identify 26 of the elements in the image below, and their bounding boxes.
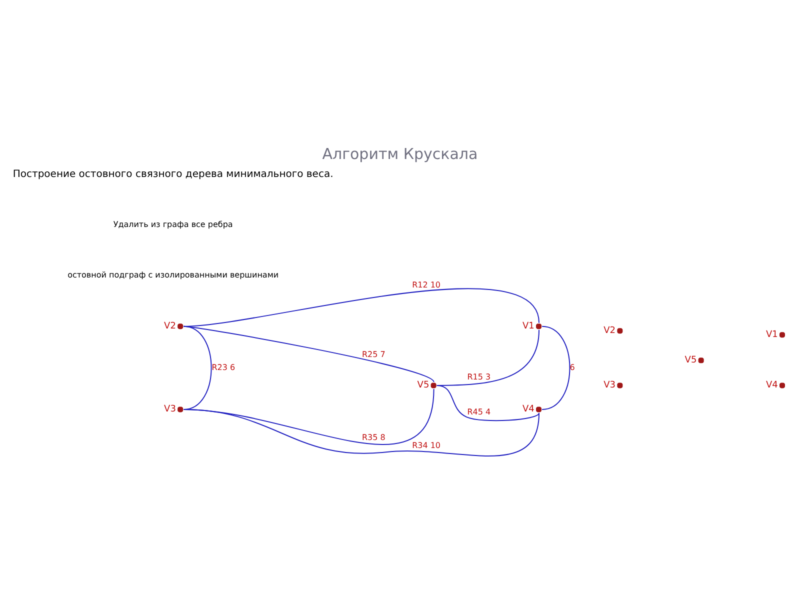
connector xyxy=(542,325,570,410)
node-label: V2 xyxy=(164,321,176,332)
node-label: V5 xyxy=(684,355,697,366)
node-label: V1 xyxy=(766,330,778,340)
node-label: V5 xyxy=(417,380,430,390)
node-circle xyxy=(536,406,542,412)
node-circle xyxy=(779,382,785,388)
diagram-title: Алгоритм Крускала xyxy=(322,144,478,163)
connector xyxy=(183,325,212,410)
node-label: V3 xyxy=(164,404,176,414)
node-circle xyxy=(178,406,184,412)
node-label: V4 xyxy=(766,380,778,390)
node-label: V1 xyxy=(522,321,534,332)
connector xyxy=(183,408,540,456)
node-circle xyxy=(617,328,623,334)
node-circle xyxy=(430,382,436,388)
node-circle xyxy=(536,323,542,329)
node-label: V2 xyxy=(604,326,616,336)
label: Построение остовного связного дерева минимального веса. xyxy=(12,168,334,180)
node-circle xyxy=(779,332,785,338)
node-circle xyxy=(617,382,623,388)
node-circle xyxy=(698,357,704,363)
node-label: V4 xyxy=(522,404,534,414)
node-label: V3 xyxy=(604,380,616,390)
node-circle xyxy=(178,323,184,329)
connector xyxy=(436,384,540,421)
